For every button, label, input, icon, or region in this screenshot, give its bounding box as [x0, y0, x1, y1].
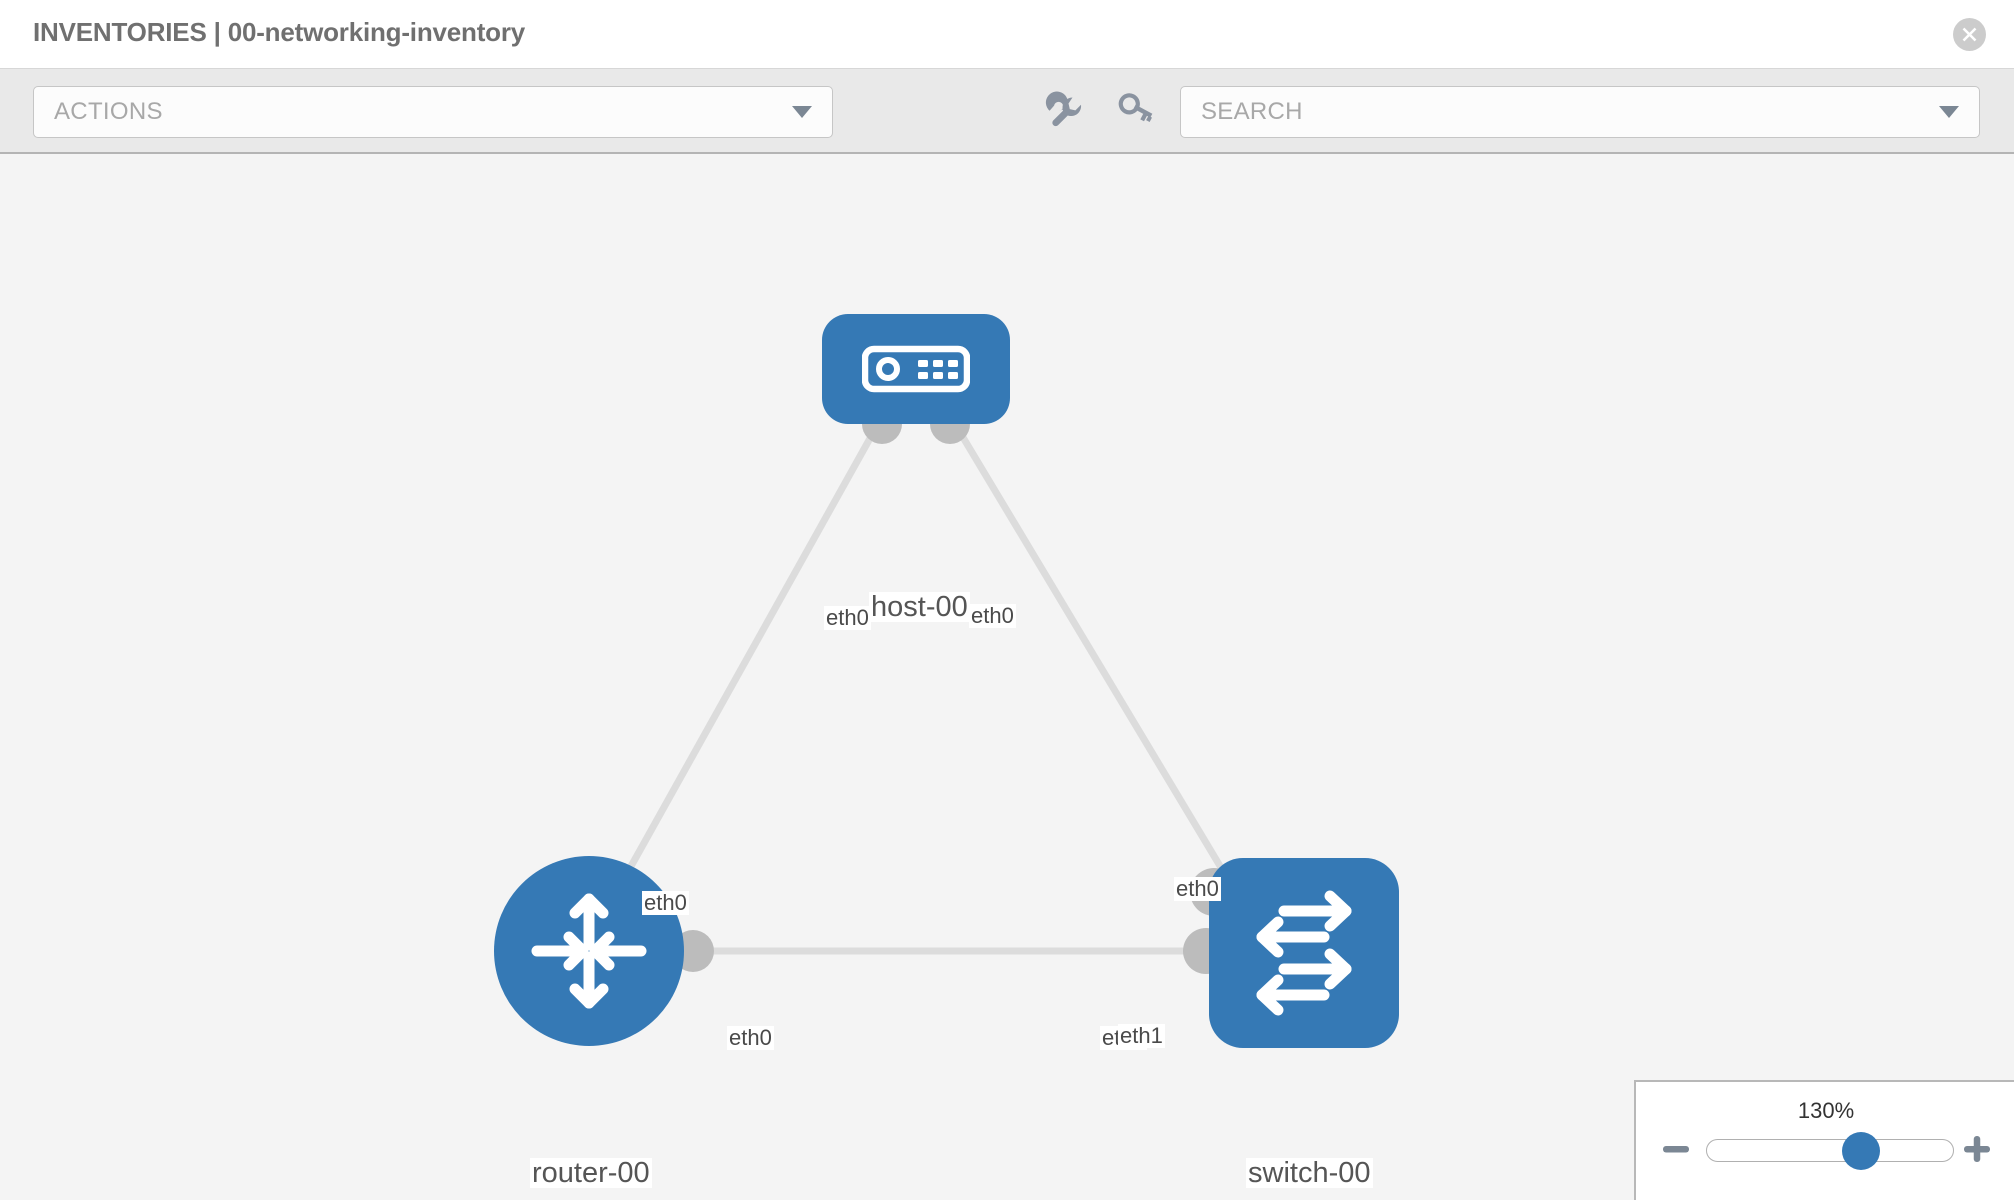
node-switch-00[interactable]	[1209, 858, 1399, 1048]
zoom-in-button[interactable]	[1962, 1134, 1992, 1164]
zoom-out-button[interactable]	[1661, 1134, 1691, 1164]
node-label-switch-00: switch-00	[1246, 1157, 1373, 1189]
key-glyph	[1118, 93, 1153, 123]
actions-dropdown[interactable]: ACTIONS	[33, 86, 833, 138]
close-icon[interactable]	[1953, 18, 1986, 51]
search-placeholder: SEARCH	[1201, 98, 1303, 125]
iface-label-host-left: eth0	[824, 605, 871, 631]
title-bar: INVENTORIES | 00-networking-inventory	[0, 0, 2014, 69]
node-label-router-00: router-00	[530, 1157, 652, 1189]
topology-canvas[interactable]: eth0 host-00 eth0	[0, 156, 2014, 1200]
actions-dropdown-label: ACTIONS	[54, 98, 163, 125]
zoom-level-label: 130%	[1797, 1098, 1855, 1123]
node-router-00[interactable]	[494, 856, 684, 1046]
chevron-down-icon	[1939, 106, 1959, 118]
switch-arrows-icon	[1256, 890, 1352, 1016]
search-input[interactable]: SEARCH	[1180, 86, 1980, 138]
link-host00-switch00	[951, 422, 1236, 888]
server-icon	[862, 345, 970, 393]
plus-icon	[1964, 1136, 1990, 1162]
iface-label-switch-upper: eth0	[1174, 876, 1221, 902]
close-x-glyph	[1962, 27, 1977, 42]
topology-links	[616, 422, 1236, 955]
page-title: INVENTORIES | 00-networking-inventory	[33, 17, 526, 47]
link-host00-router00	[616, 422, 882, 888]
router-arrows-icon	[531, 893, 647, 1009]
switch-00-shape[interactable]	[1209, 858, 1399, 1048]
wrench-glyph	[1045, 91, 1082, 127]
iface-label-router-right: eth0	[727, 1025, 774, 1051]
iface-label-switch-left-eth1: eth1	[1118, 1023, 1165, 1049]
node-label-host-00: host-00	[869, 591, 970, 623]
host-00-shape[interactable]	[822, 314, 1010, 424]
node-host-00[interactable]	[822, 314, 1010, 424]
toolbar: ACTIONS SEARCH	[0, 69, 2014, 154]
minus-icon	[1663, 1146, 1689, 1153]
zoom-slider-track[interactable]	[1706, 1132, 1954, 1170]
router-00-shape[interactable]	[494, 856, 684, 1046]
iface-label-router-upper: eth0	[642, 890, 689, 916]
iface-label-host-right: eth0	[969, 603, 1016, 629]
wrench-icon[interactable]	[1045, 91, 1087, 133]
key-icon[interactable]	[1113, 91, 1155, 133]
zoom-control-panel: 130%	[1634, 1080, 2014, 1200]
zoom-slider-thumb[interactable]	[1841, 1132, 1880, 1170]
chevron-down-icon	[792, 106, 812, 118]
